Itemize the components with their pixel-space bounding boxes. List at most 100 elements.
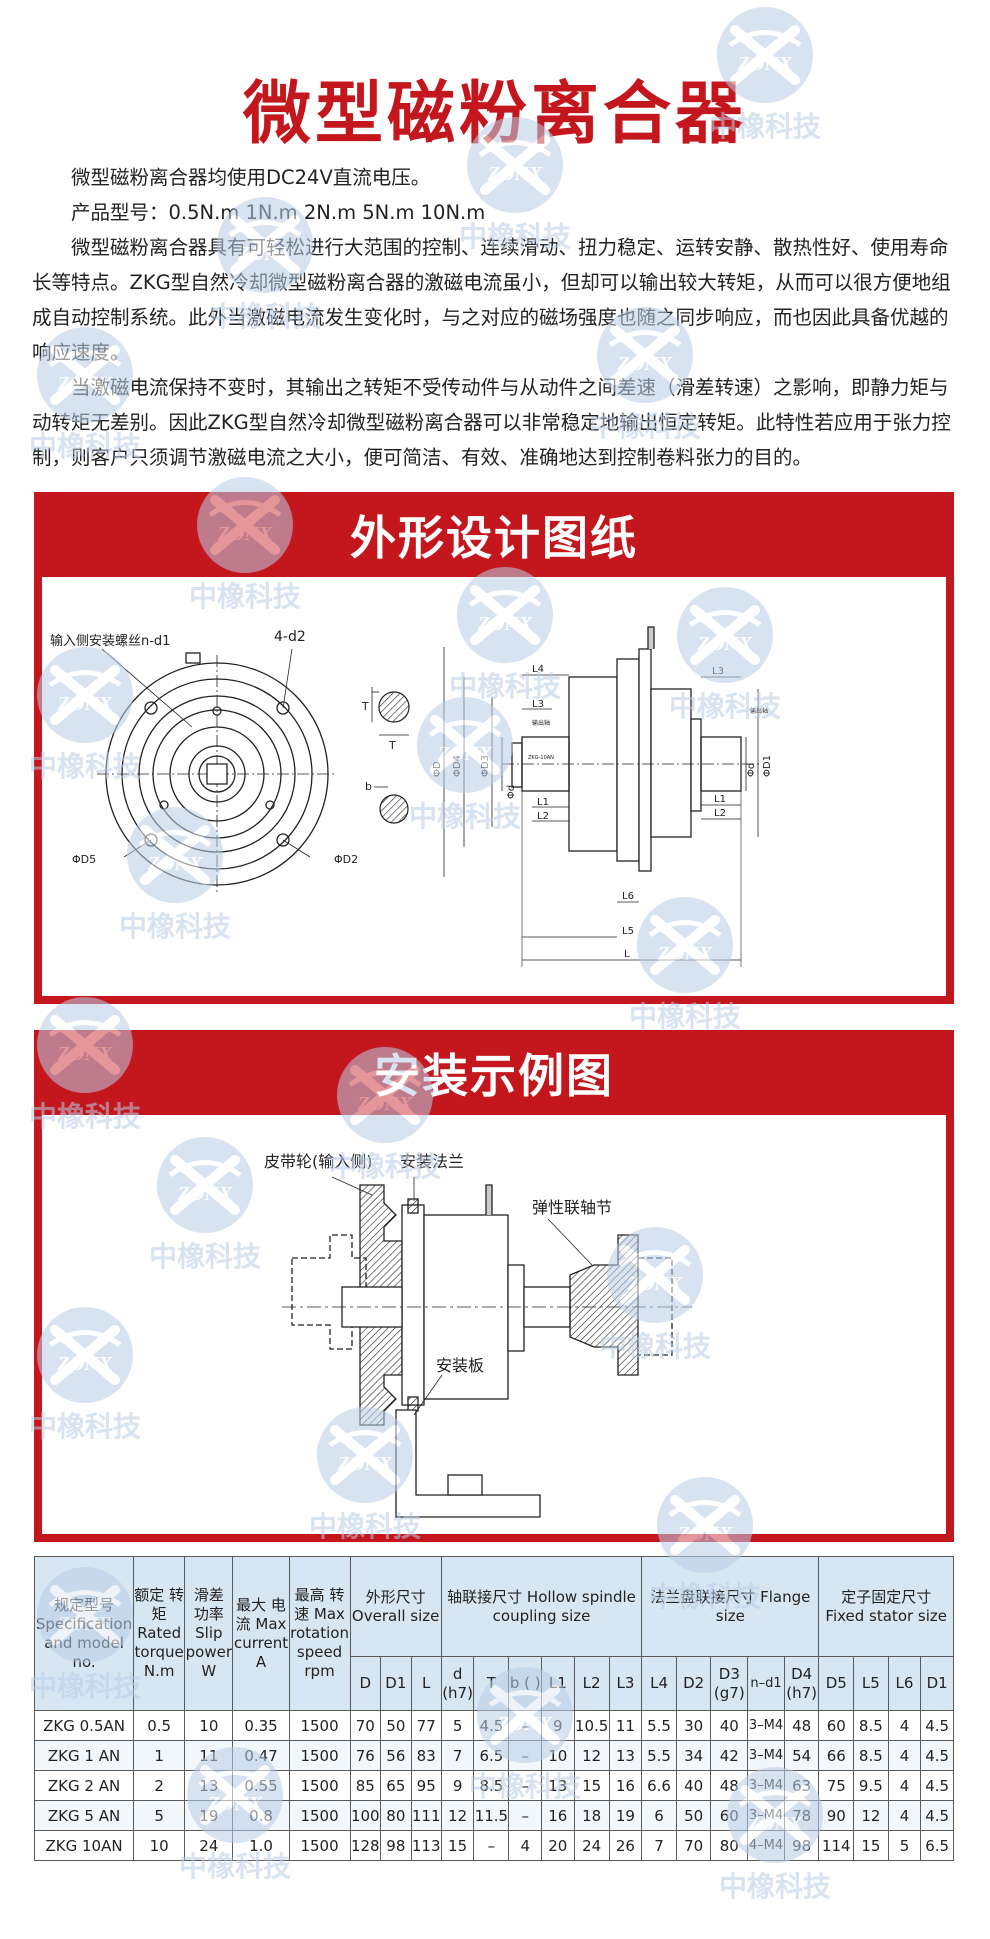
table-cell: 0.47 <box>232 1740 290 1771</box>
table-cell: 10.5 <box>573 1710 610 1741</box>
table-cell: 6.6 <box>641 1770 677 1801</box>
table-cell: 98 <box>380 1830 412 1861</box>
th-slip-power: 滑差 功率 Slip power W <box>184 1556 234 1711</box>
table-cell: 0.8 <box>232 1800 290 1831</box>
table-cell: 2 <box>133 1770 186 1801</box>
th-col-l4: L4 <box>641 1656 677 1711</box>
shaft-section-flat <box>374 786 409 824</box>
table-cell: 80 <box>710 1830 749 1861</box>
table-cell: 60 <box>818 1710 855 1741</box>
table-cell: 30 <box>675 1710 712 1741</box>
table-cell: 76 <box>349 1740 382 1771</box>
install-drawing: 皮带轮(输入侧) 安装法兰 弹性联轴节 安装板 <box>264 1152 692 1518</box>
table-cell: 15 <box>853 1830 889 1861</box>
label-flange: 安装法兰 <box>400 1152 464 1171</box>
label-shaft-out: 输出轴 <box>750 707 768 715</box>
label-d5: ΦD5 <box>72 853 96 866</box>
label-t-left: T <box>361 700 369 713</box>
label-dd: Φd <box>506 785 517 799</box>
intro-voltage: 微型磁粉离合器均使用DC24V直流电压。 <box>71 166 431 189</box>
table-cell: ZKG 1 AN <box>33 1740 135 1771</box>
table-cell: 128 <box>349 1830 382 1861</box>
table-cell: 85 <box>349 1770 382 1801</box>
outline-drawing-panel: 输入侧安装螺丝n-d1 4-d2 ΦD5 ΦD2 T T b <box>42 577 946 996</box>
th-col-d4: D4 (h7) <box>783 1656 820 1711</box>
table-cell: 114 <box>818 1830 855 1861</box>
th-col-d5: D5 <box>818 1656 855 1711</box>
table-cell: 60 <box>710 1800 749 1831</box>
table-cell: 83 <box>410 1740 442 1771</box>
table-cell: 0.5 <box>133 1710 186 1741</box>
th-col-l5: L5 <box>853 1656 889 1711</box>
table-cell: 8.5 <box>853 1710 889 1741</box>
th-spindle-coupling: 轴联接尺寸 Hollow spindle coupling size <box>440 1556 643 1657</box>
table-cell: 63 <box>783 1770 820 1801</box>
table-cell: 40 <box>675 1770 712 1801</box>
table-cell: – <box>508 1800 543 1831</box>
table-cell: 98 <box>783 1830 820 1861</box>
th-col-d2: D2 <box>675 1656 712 1711</box>
table-cell: 0.55 <box>232 1770 290 1801</box>
table-cell: 40 <box>710 1710 749 1741</box>
table-cell: 1500 <box>288 1830 351 1861</box>
table-cell: 5.5 <box>641 1740 677 1771</box>
table-cell: 4 <box>508 1830 543 1861</box>
table-cell: ZKG 10AN <box>33 1830 135 1861</box>
table-cell: 5 <box>133 1800 186 1831</box>
svg-text:中橡科技: 中橡科技 <box>719 1870 831 1903</box>
table-cell: 0.35 <box>232 1710 290 1741</box>
table-cell: 10 <box>133 1830 186 1861</box>
table-cell: 1500 <box>288 1770 351 1801</box>
table-cell: 16 <box>541 1800 575 1831</box>
table-cell: 12 <box>853 1800 889 1831</box>
intro-torque: 当激磁电流保持不变时，其输出之转矩不受传动件与从动件之间差速（滑差转速）之影响，… <box>32 376 951 469</box>
table-cell: 54 <box>783 1740 820 1771</box>
table-cell: 13 <box>541 1770 575 1801</box>
label-l3-right: L3 <box>712 666 724 677</box>
table-cell: 8.5 <box>853 1740 889 1771</box>
table-cell: 111 <box>410 1800 442 1831</box>
table-cell: 77 <box>410 1710 442 1741</box>
table-cell: 9 <box>541 1710 575 1741</box>
th-overall-size: 外形尺寸 Overall size <box>349 1556 442 1657</box>
label-plate: 安装板 <box>436 1356 484 1375</box>
table-cell: 48 <box>710 1770 749 1801</box>
table-cell: 12 <box>573 1740 610 1771</box>
page-title: 微型磁粉离合器 <box>242 75 747 154</box>
intro-models: 产品型号：0.5N.m 1N.m 2N.m 5N.m 10N.m <box>71 201 486 224</box>
label-shaft-in: 输出轴 <box>532 719 550 727</box>
label-pulley: 皮带轮(输入侧) <box>264 1152 373 1171</box>
table-cell: 7 <box>440 1740 475 1771</box>
table-cell: 4–M4 <box>747 1830 785 1861</box>
label-l6: L6 <box>622 891 634 902</box>
table-cell: 5 <box>887 1830 922 1861</box>
th-col-l2: L2 <box>573 1656 610 1711</box>
table-cell: 4.5 <box>920 1710 954 1741</box>
table-cell: 65 <box>380 1770 412 1801</box>
label-t-bottom: T <box>388 739 396 752</box>
th-col-dh7: d (h7) <box>440 1656 475 1711</box>
th-flange-size: 法兰盘联接尺寸 Flange size <box>641 1556 820 1657</box>
th-col-d: D <box>349 1656 382 1711</box>
table-cell: 10 <box>541 1740 575 1771</box>
front-view <box>97 648 337 893</box>
table-cell: 4 <box>887 1770 922 1801</box>
table-cell: 20 <box>541 1830 575 1861</box>
install-drawing-panel: 皮带轮(输入侧) 安装法兰 弹性联轴节 安装板 <box>42 1115 946 1534</box>
th-max-current: 最大 电流 Max current A <box>232 1556 290 1711</box>
table-cell: 26 <box>608 1830 643 1861</box>
table-cell: 11.5 <box>473 1800 510 1831</box>
table-cell: 6 <box>641 1800 677 1831</box>
table-cell: 5 <box>440 1710 475 1741</box>
label-l2-left: L2 <box>537 811 549 822</box>
table-cell: 16 <box>608 1770 643 1801</box>
table-cell: 1500 <box>288 1800 351 1831</box>
table-cell: 13 <box>608 1740 643 1771</box>
table-cell: 4 <box>887 1800 922 1831</box>
table-cell: 18 <box>573 1800 610 1831</box>
